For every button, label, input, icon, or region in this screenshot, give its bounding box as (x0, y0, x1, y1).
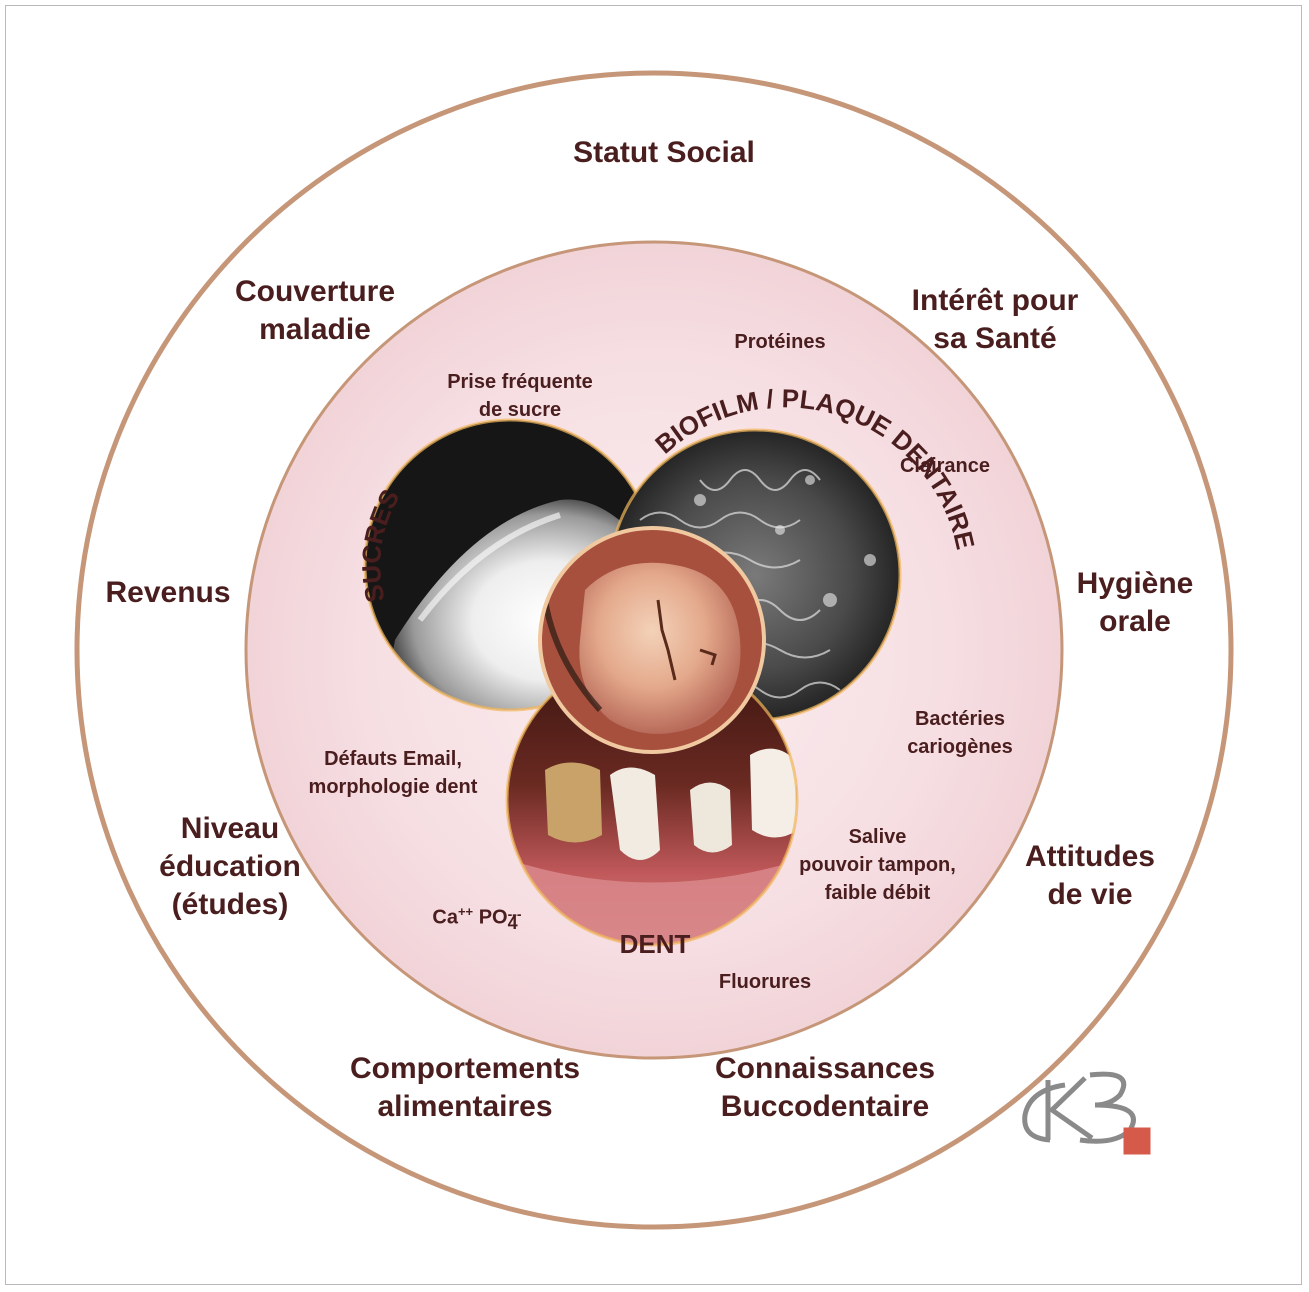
label-connaissances-buccodentaire: Connaissances Buccodentaire (690, 1050, 960, 1126)
label-proteines: Protéines (700, 328, 860, 356)
label-clairance: Clairance (870, 452, 1020, 480)
label-hygiene-orale: Hygiène orale (1050, 565, 1220, 641)
label-fluorures: Fluorures (690, 968, 840, 996)
label-interet-sante: Intérêt pour sa Santé (880, 282, 1110, 358)
label-couverture-maladie: Couverture maladie (200, 273, 430, 349)
label-salive: Salive pouvoir tampon, faible débit (770, 823, 985, 907)
label-statut-social: Statut Social (554, 134, 774, 172)
label-revenus: Revenus (88, 574, 248, 612)
label-attitudes-vie: Attitudes de vie (1000, 838, 1180, 914)
label-dent: DENT (595, 930, 715, 958)
label-niveau-education: Niveau éducation (études) (135, 810, 325, 924)
kb-signature-logo (1025, 1074, 1150, 1154)
label-ions: Ca++ PO4--- (400, 898, 550, 937)
label-defauts-email: Défauts Email, morphologie dent (278, 745, 508, 801)
label-comportements-alimentaires: Comportements alimentaires (325, 1050, 605, 1126)
label-bacteries-cariogenes: Bactéries cariogènes (880, 705, 1040, 761)
label-prise-frequente: Prise fréquente de sucre (415, 368, 625, 424)
